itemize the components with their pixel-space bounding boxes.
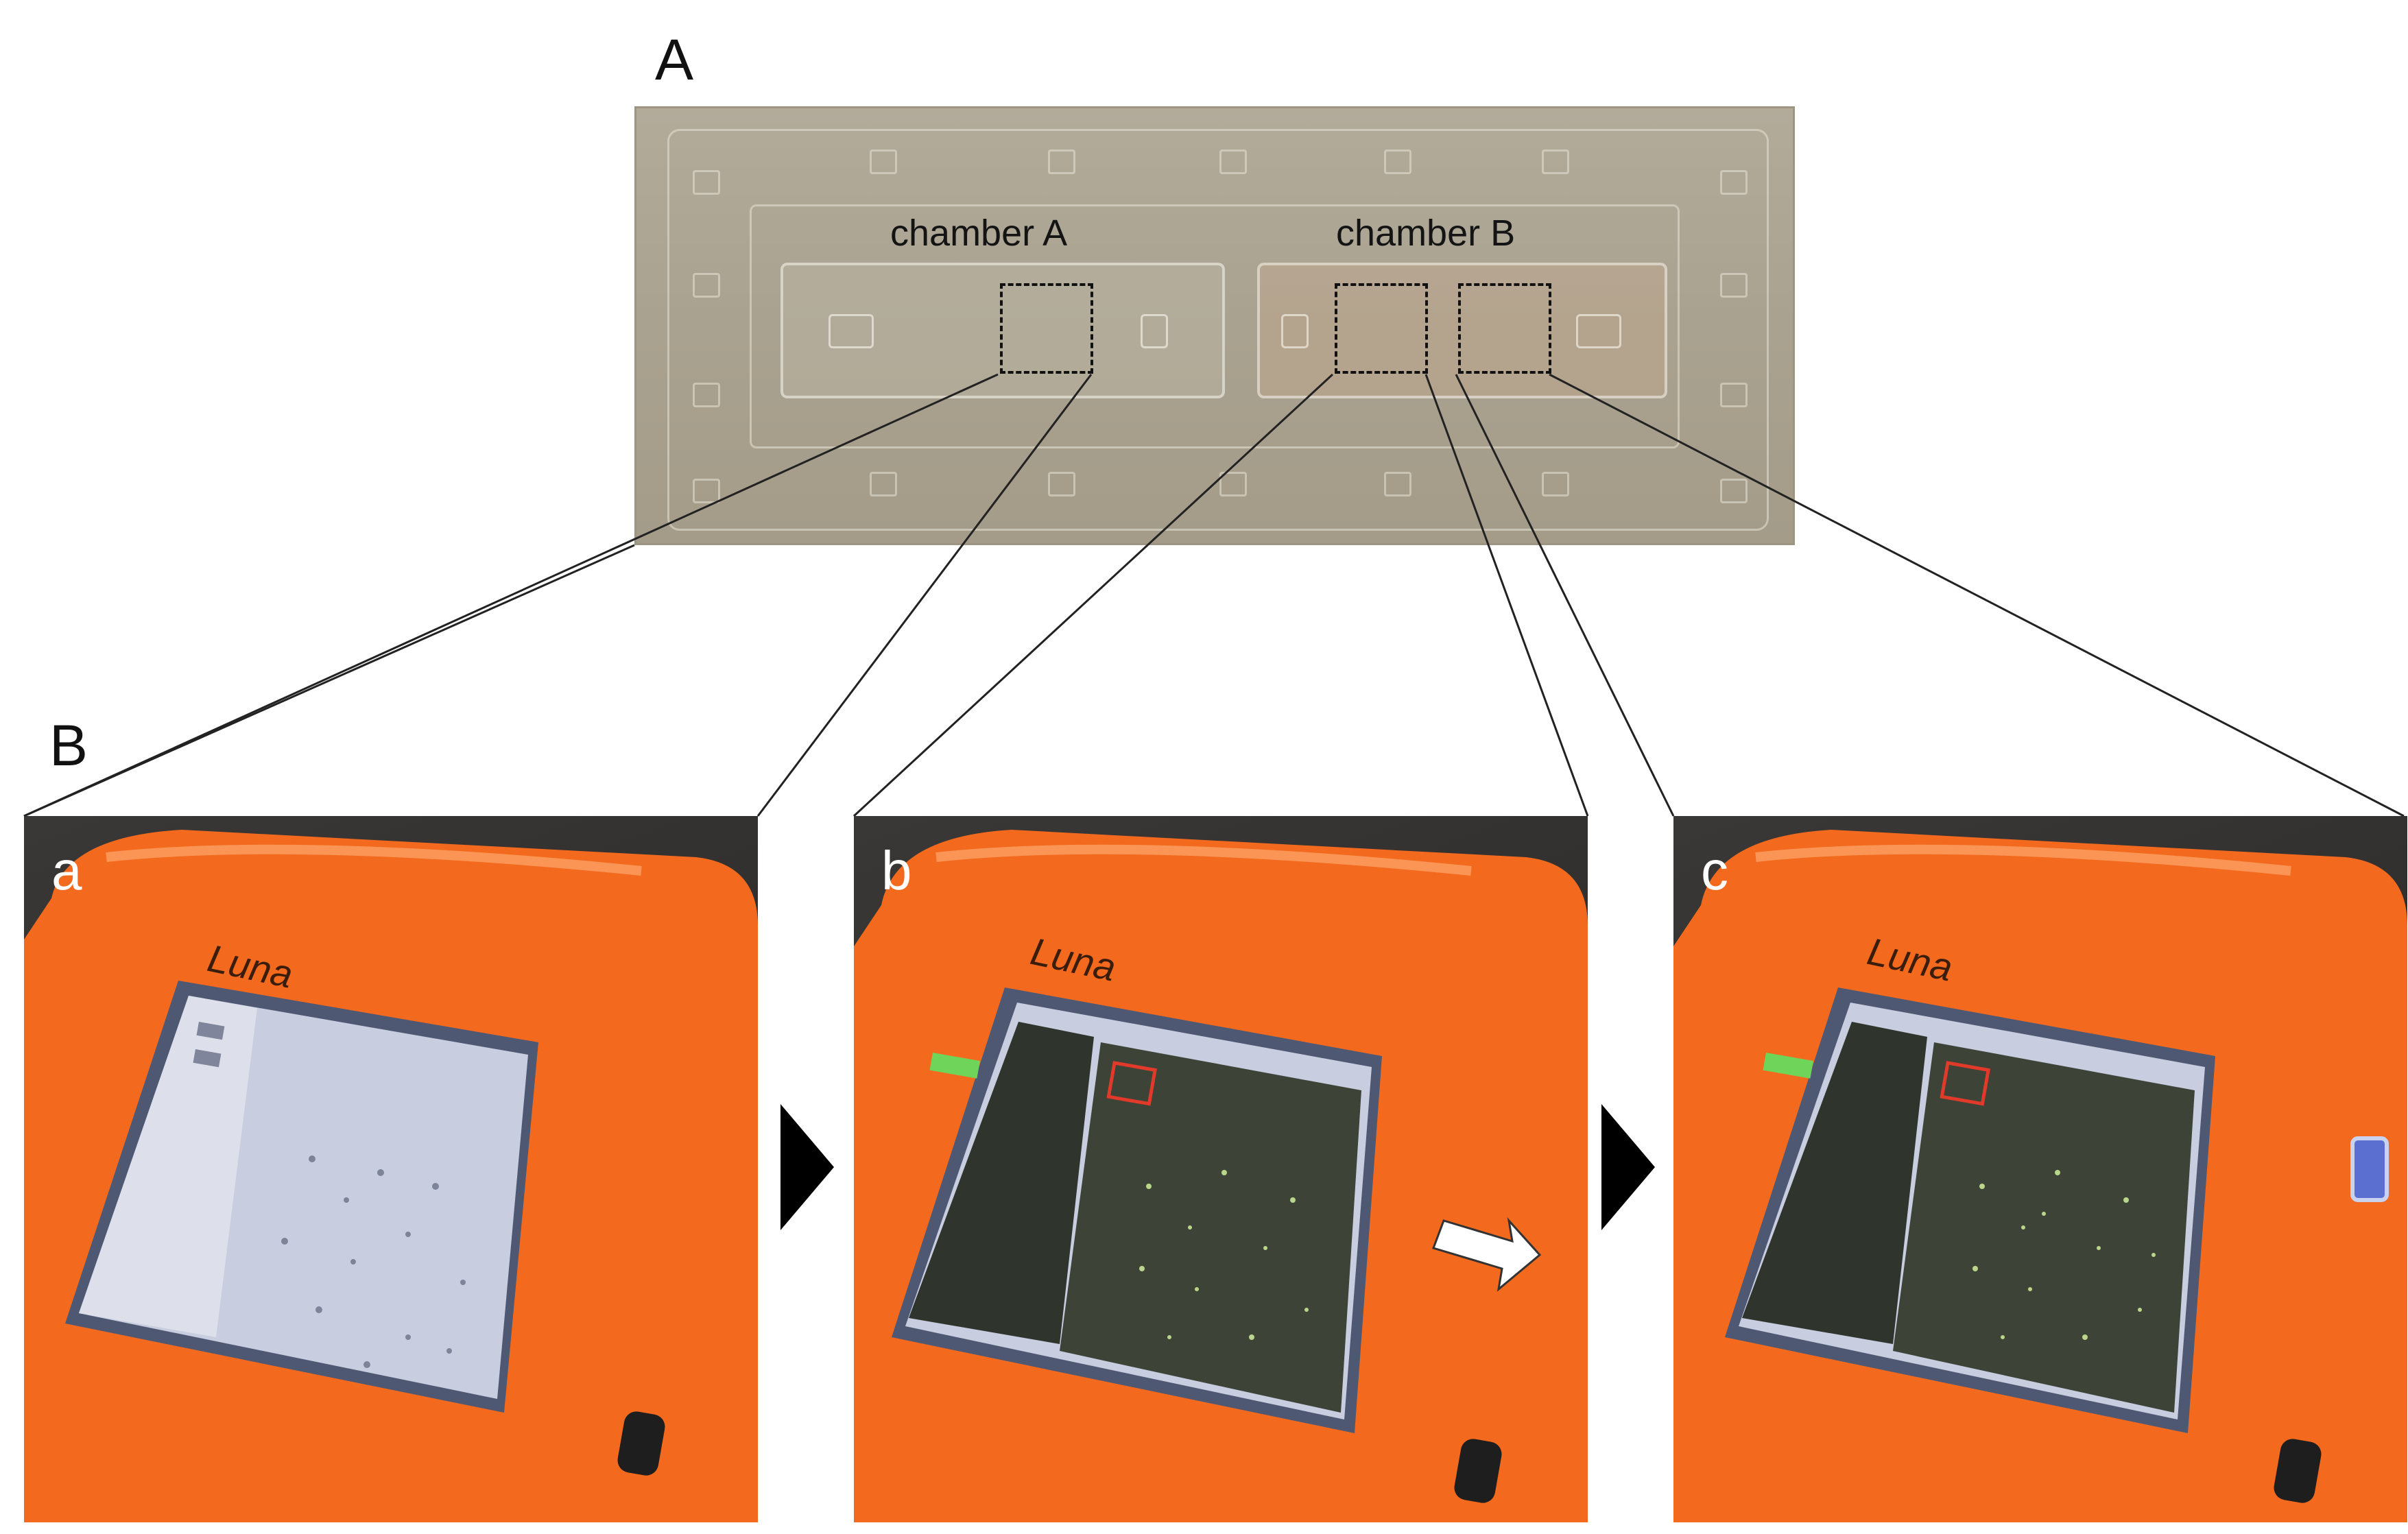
slide-notch bbox=[1384, 149, 1411, 174]
photo-c-label: c bbox=[1701, 840, 1728, 901]
counting-slide-photo: chamber A chamber B bbox=[634, 106, 1795, 545]
roi-chamber-b-right bbox=[1458, 283, 1551, 374]
chamber-b-label: chamber B bbox=[1336, 213, 1516, 254]
slide-notch bbox=[693, 273, 720, 298]
connector-line bbox=[23, 373, 999, 817]
chamber-a-label: chamber A bbox=[890, 213, 1068, 254]
photo-a: Luna a bbox=[24, 816, 758, 1522]
panel-label-b: B bbox=[49, 713, 88, 778]
cell-counter-device: Luna bbox=[1673, 830, 2407, 1522]
slide-notch bbox=[870, 472, 897, 496]
cell-counter-device: Luna bbox=[24, 830, 758, 1522]
roi-chamber-a bbox=[1000, 283, 1093, 374]
chamber-b-outlet bbox=[1576, 314, 1621, 348]
slide-notch bbox=[1542, 472, 1569, 496]
photo-c: Luna c bbox=[1673, 816, 2407, 1522]
connector-line bbox=[853, 373, 1334, 817]
chamber-a-outlet bbox=[1141, 314, 1168, 348]
slide-notch bbox=[1720, 479, 1748, 503]
slide-notch bbox=[1219, 472, 1247, 496]
cell-counter-device: Luna bbox=[854, 830, 1588, 1522]
slide-notch bbox=[1048, 149, 1075, 174]
slide-outer-rim bbox=[667, 129, 1769, 531]
slide-inner-rim bbox=[750, 204, 1680, 448]
slide-notch bbox=[693, 479, 720, 503]
chamber-a-inlet bbox=[829, 314, 874, 348]
slide-notch bbox=[1542, 149, 1569, 174]
insert-direction-arrow-icon bbox=[1432, 1217, 1542, 1292]
step-arrow-icon bbox=[780, 1104, 834, 1230]
roi-chamber-b-left bbox=[1335, 283, 1428, 374]
connector-line bbox=[756, 374, 1093, 817]
slide-notch bbox=[870, 149, 897, 174]
slide-notch bbox=[693, 383, 720, 407]
slide-notch bbox=[1384, 472, 1411, 496]
connector-line bbox=[1455, 374, 1675, 817]
slide-notch bbox=[1048, 472, 1075, 496]
connector-line bbox=[1549, 373, 2405, 817]
inserted-slide bbox=[2350, 1136, 2389, 1202]
slide-notch bbox=[1219, 149, 1247, 174]
photo-b: Luna b bbox=[854, 816, 1588, 1522]
chamber-b-inlet bbox=[1281, 314, 1309, 348]
panel-label-a: A bbox=[655, 27, 694, 92]
slide-notch bbox=[1720, 170, 1748, 195]
connector-line bbox=[1424, 374, 1589, 817]
photo-b-label: b bbox=[881, 840, 912, 901]
slide-notch bbox=[693, 170, 720, 195]
slide-notch bbox=[1720, 273, 1748, 298]
slide-notch bbox=[1720, 383, 1748, 407]
photo-a-label: a bbox=[51, 840, 82, 901]
step-arrow-icon bbox=[1601, 1104, 1655, 1230]
